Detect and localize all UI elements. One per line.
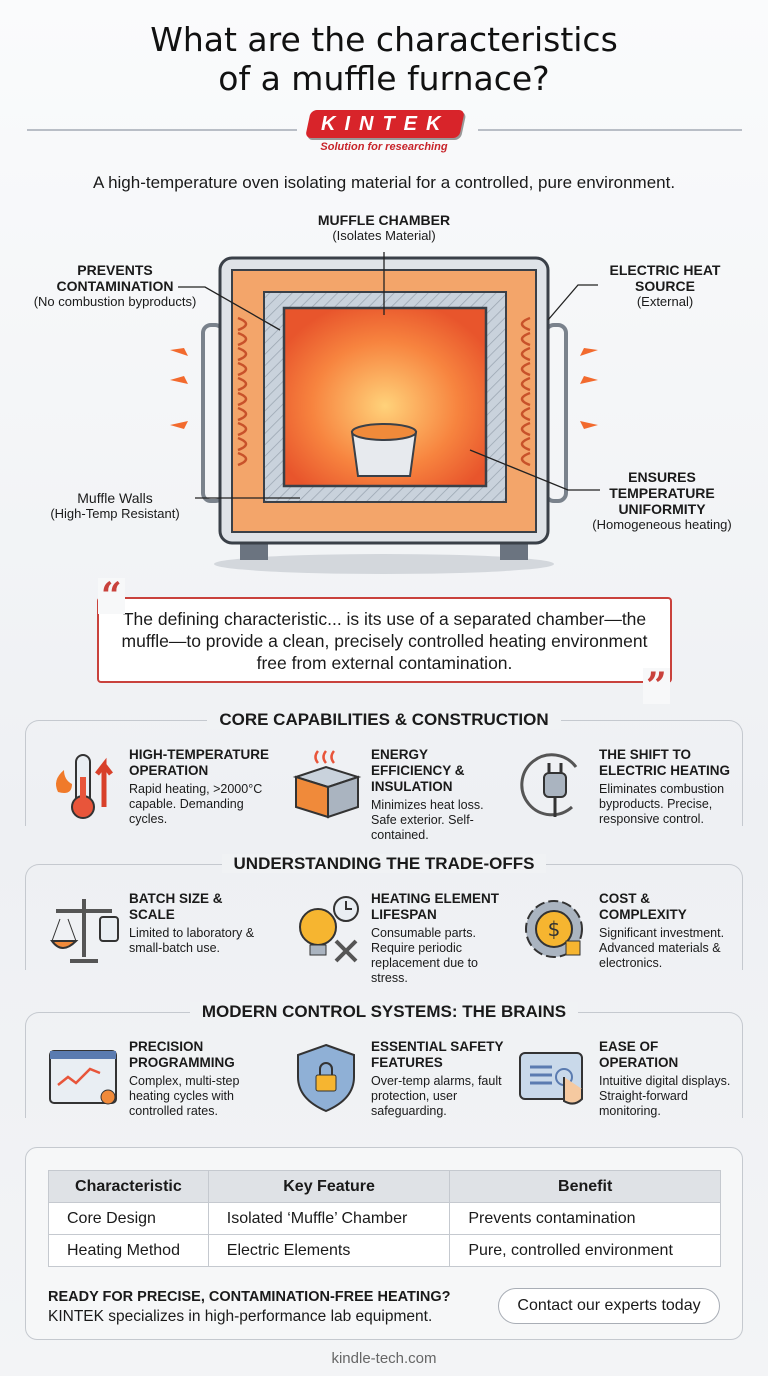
cell: Pure, controlled environment [449,1234,721,1267]
section-heading: MODERN CONTROL SYSTEMS: THE BRAINS [189,1002,579,1021]
feature-text: Limited to laboratory & small-batch use. [129,926,255,955]
col-header: Key Feature [207,1170,451,1203]
furnace-diagram [170,252,600,574]
feature-title: COST & COMPLEXITY [599,891,687,922]
feature-text: Rapid heating, >2000°C capable. Demandin… [129,782,263,826]
col-header: Characteristic [48,1170,209,1203]
feature-title: PRECISION PROGRAMMING [129,1039,235,1070]
title-line-1: What are the characteristics [150,20,618,59]
title-line-2: of a muffle furnace? [218,59,550,98]
callout-lines [178,252,600,499]
cell: Prevents contamination [449,1202,721,1235]
feature-title: ESSENTIAL SAFETY FEATURES [371,1039,504,1070]
gear-dollar-icon: $ [525,900,583,958]
shield-lock-icon [297,1043,355,1113]
divider [478,129,742,131]
thermometer-flame-icon [56,754,113,819]
feature-title: BATCH SIZE & SCALE [129,891,223,922]
section-2: MODERN CONTROL SYSTEMS: THE BRAINS PRECIS… [25,1002,743,1118]
quote-text: The defining characteristic... is its us… [121,609,648,673]
shadow [214,554,554,574]
section-0: CORE CAPABILITIES & CONSTRUCTION HIGH-TEM… [25,710,743,842]
balance-scale-icon [50,899,119,963]
label-muffle-walls: Muffle Walls(High-Temp Resistant) [50,490,180,521]
section-heading: UNDERSTANDING THE TRADE-OFFS [221,854,547,873]
cell: Isolated ‘Muffle’ Chamber [207,1202,451,1235]
feature-title: HIGH-TEMPERATURE OPERATION [129,747,269,778]
cta-heading: READY FOR PRECISE, CONTAMINATION-FREE HE… [48,1289,451,1305]
touchscreen-icon [519,1052,583,1105]
feature-text: Minimizes heat loss. Safe exterior. Self… [371,798,484,842]
cta-text: KINTEK specializes in high-performance l… [48,1308,433,1325]
contact-experts-button[interactable]: Contact our experts today [498,1288,720,1324]
col-header: Benefit [449,1170,721,1203]
feature-text: Consumable parts. Require periodic repla… [371,926,479,985]
electric-plug-icon [520,753,578,817]
feature-title: ENERGY EFFICIENCY & INSULATION [371,747,465,794]
feature-text: Eliminates combustion byproducts. Precis… [599,782,725,826]
logo-tagline: Solution for researching [320,141,448,153]
feature-text: Significant investment. Advanced materia… [599,926,725,970]
kintek-logo: KINTEK [305,110,465,138]
close-quote-icon: ” [643,668,670,704]
logo-text: KINTEK [320,113,450,135]
feature-title: HEATING ELEMENT LIFESPAN [371,891,499,922]
feature-text: Complex, multi-step heating cycles with … [129,1074,240,1118]
section-1: UNDERSTANDING THE TRADE-OFFS BATCH SIZE &… [25,854,743,985]
svg-text:$: $ [548,917,561,941]
feature-title: EASE OF OPERATION [599,1039,679,1070]
dashboard-chart-icon [49,1050,117,1105]
feature-text: Over-temp alarms, fault protection, user… [371,1074,502,1118]
quote-box: The defining characteristic... is its us… [97,597,672,683]
divider [27,129,297,131]
insulation-layers-icon [292,750,362,819]
label-muffle-chamber: MUFFLE CHAMBER(Isolates Material) [317,212,451,243]
section-heading: CORE CAPABILITIES & CONSTRUCTION [207,710,561,729]
cell: Electric Elements [207,1234,451,1267]
cell: Heating Method [48,1234,209,1267]
heating-coils [237,316,531,467]
footer-url[interactable]: kindle-tech.com [331,1350,437,1367]
subtitle: A high-temperature oven isolating materi… [92,173,676,192]
open-quote-icon: “ [98,578,125,614]
lightbulb-clock-icon [299,896,359,963]
feature-text: Intuitive digital displays. Straight-for… [599,1074,731,1118]
cell: Core Design [48,1202,209,1235]
feature-title: THE SHIFT TO ELECTRIC HEATING [599,747,730,778]
